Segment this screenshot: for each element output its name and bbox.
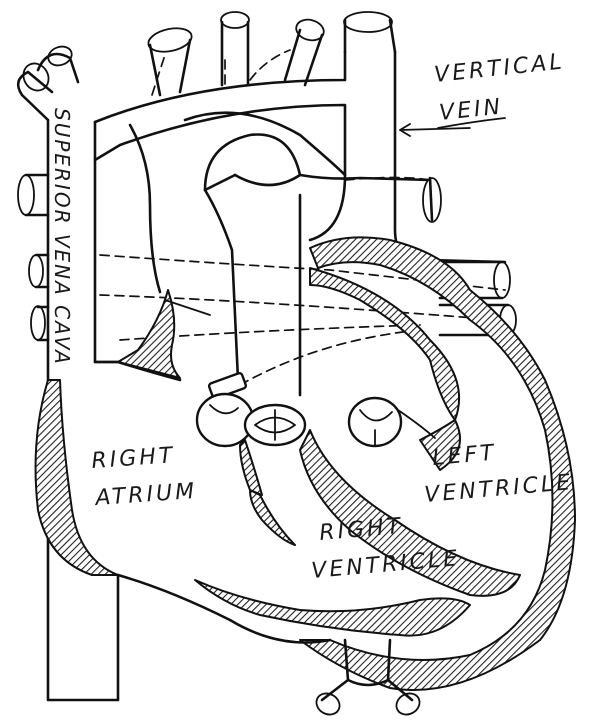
right-atrium-label-line2: ATRIUM [93, 479, 198, 511]
atrial-wall [95, 290, 210, 380]
vertical-vein-arrow [400, 124, 470, 136]
vertical-vein-label-line1: VERTICAL [433, 49, 566, 88]
vertical-vein-label-line2: VEIN [438, 94, 504, 126]
left-ventricle-label-line2: VENTRICLE [423, 470, 574, 508]
left-vein-stubs [18, 175, 48, 340]
superior-vena-cava-label: SUPERIOR VENA CAVA [50, 108, 74, 366]
right-atrium-label-line1: RIGHT [91, 443, 176, 474]
left-ventricle-label-line1: LEFT [431, 440, 497, 471]
heart-valves [197, 372, 435, 446]
